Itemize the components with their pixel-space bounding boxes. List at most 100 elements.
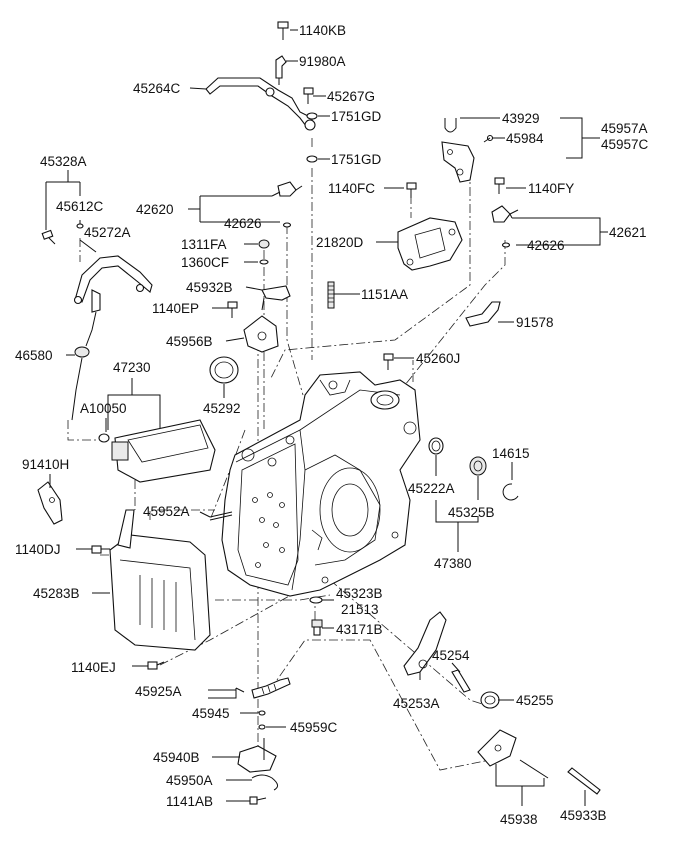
- label-45325B: 45325B: [448, 505, 495, 520]
- washer-45945: [258, 710, 266, 716]
- oil-pan-45283B: [109, 509, 211, 651]
- label-45255: 45255: [516, 693, 554, 708]
- oring-A10050: [98, 433, 110, 443]
- dipstick-46580: [71, 289, 101, 421]
- label-45950A: 45950A: [166, 773, 213, 788]
- label-1311FA: 1311FA: [181, 237, 227, 252]
- label-45945: 45945: [192, 706, 230, 721]
- bolt-45260J: [383, 353, 394, 370]
- label-14615: 14615: [492, 446, 530, 461]
- filter-47230: [111, 419, 216, 483]
- mount-21820D: [397, 217, 463, 271]
- label-45272A: 45272A: [84, 225, 131, 240]
- plug-43171B: [311, 619, 323, 636]
- label-47380: 47380: [434, 556, 472, 571]
- label-42620: 42620: [136, 202, 174, 217]
- switch-45956B: [243, 315, 279, 353]
- transaxle-case: [221, 371, 421, 597]
- bolt-1140DJ: [91, 545, 110, 554]
- label-42626-a: 42626: [224, 216, 262, 231]
- bolt-1140EJ: [147, 661, 165, 670]
- oring-42626-a: [282, 222, 292, 228]
- label-47230: 47230: [113, 360, 151, 375]
- seal-45292: [209, 356, 239, 384]
- sensor-42620: [277, 181, 303, 197]
- label-1751GD-b: 1751GD: [331, 152, 382, 167]
- label-1140EP: 1140EP: [152, 301, 199, 316]
- label-91410H: 91410H: [22, 457, 69, 472]
- spring-45255: [480, 691, 500, 709]
- label-45959C: 45959C: [290, 720, 338, 735]
- label-45952A: 45952A: [143, 504, 190, 519]
- label-45932B: 45932B: [186, 280, 233, 295]
- label-45260J: 45260J: [416, 351, 460, 366]
- label-45254: 45254: [432, 648, 470, 663]
- label-45323B: 45323B: [336, 586, 383, 601]
- bolt-45984: [483, 134, 494, 143]
- clip-43929: [444, 118, 457, 133]
- label-45957C: 45957C: [601, 137, 649, 152]
- bolt-1140EP: [227, 301, 238, 318]
- bracket-45938: [477, 729, 549, 779]
- label-45956B: 45956B: [166, 334, 213, 349]
- bracket-91410H: [37, 481, 63, 525]
- circlip-14615: [502, 483, 519, 501]
- label-1360CF: 1360CF: [181, 255, 229, 270]
- label-45267G: 45267G: [327, 89, 375, 104]
- label-45984: 45984: [506, 131, 544, 146]
- label-1140KB: 1140KB: [299, 23, 346, 38]
- alignment-lines: [67, 138, 506, 771]
- bolt-1140FY: [494, 177, 505, 194]
- washer-45959C: [258, 724, 266, 730]
- nut-1311FA: [258, 239, 270, 249]
- label-45253A: 45253A: [393, 696, 440, 711]
- oring-45612C: [76, 223, 84, 229]
- part-labels: 1140KB 91980A 45264C 45267G 1751GD 1751G…: [15, 23, 649, 827]
- seal-45325B: [469, 456, 487, 476]
- label-43929: 43929: [502, 111, 540, 126]
- label-45957A: 45957A: [601, 121, 648, 136]
- seal-45222A: [428, 437, 444, 455]
- washer-1751GD-b: [306, 155, 318, 163]
- bracket-91980A: [275, 55, 287, 85]
- label-45925A: 45925A: [135, 684, 182, 699]
- washer-45323B: [309, 596, 323, 604]
- label-1140EJ: 1140EJ: [71, 660, 116, 675]
- lever-45940B: [237, 738, 277, 773]
- label-A10050: A10050: [80, 401, 127, 416]
- pipe-45264C: [205, 77, 316, 131]
- label-45328A: 45328A: [40, 154, 87, 169]
- label-45612C: 45612C: [56, 199, 104, 214]
- bolt-1140FC: [406, 182, 417, 198]
- bolt-45267G: [303, 87, 314, 104]
- label-45940B: 45940B: [153, 750, 200, 765]
- label-91980A: 91980A: [299, 54, 346, 69]
- oil-pipe-45272A: [73, 255, 153, 305]
- sensor-42621: [491, 205, 519, 223]
- label-45292: 45292: [203, 401, 241, 416]
- label-46580: 46580: [15, 348, 53, 363]
- stud-1151AA: [327, 281, 335, 309]
- label-42621: 42621: [609, 225, 647, 240]
- label-45264C: 45264C: [133, 81, 181, 96]
- label-43171B: 43171B: [336, 622, 383, 637]
- lever-45932B: [261, 285, 291, 311]
- label-1140FC: 1140FC: [328, 181, 375, 196]
- bolt-1141AB: [249, 796, 267, 805]
- spring-45950A: [251, 774, 278, 791]
- label-1751GD-a: 1751GD: [331, 109, 382, 124]
- label-21820D: 21820D: [316, 235, 364, 250]
- bolt-45328A: [41, 229, 56, 245]
- label-42626-b: 42626: [527, 238, 565, 253]
- oring-42626-b: [501, 242, 511, 248]
- bracket-91578: [465, 301, 501, 327]
- lever-45253A: [403, 611, 447, 676]
- label-91578: 91578: [516, 315, 554, 330]
- bracket-45957: [441, 141, 475, 183]
- washer-1360CF: [259, 259, 269, 265]
- cable-45925A: [235, 677, 291, 699]
- label-1140FY: 1140FY: [528, 181, 574, 196]
- pin-45952A: [209, 511, 233, 521]
- bolt-1140KB: [277, 21, 289, 40]
